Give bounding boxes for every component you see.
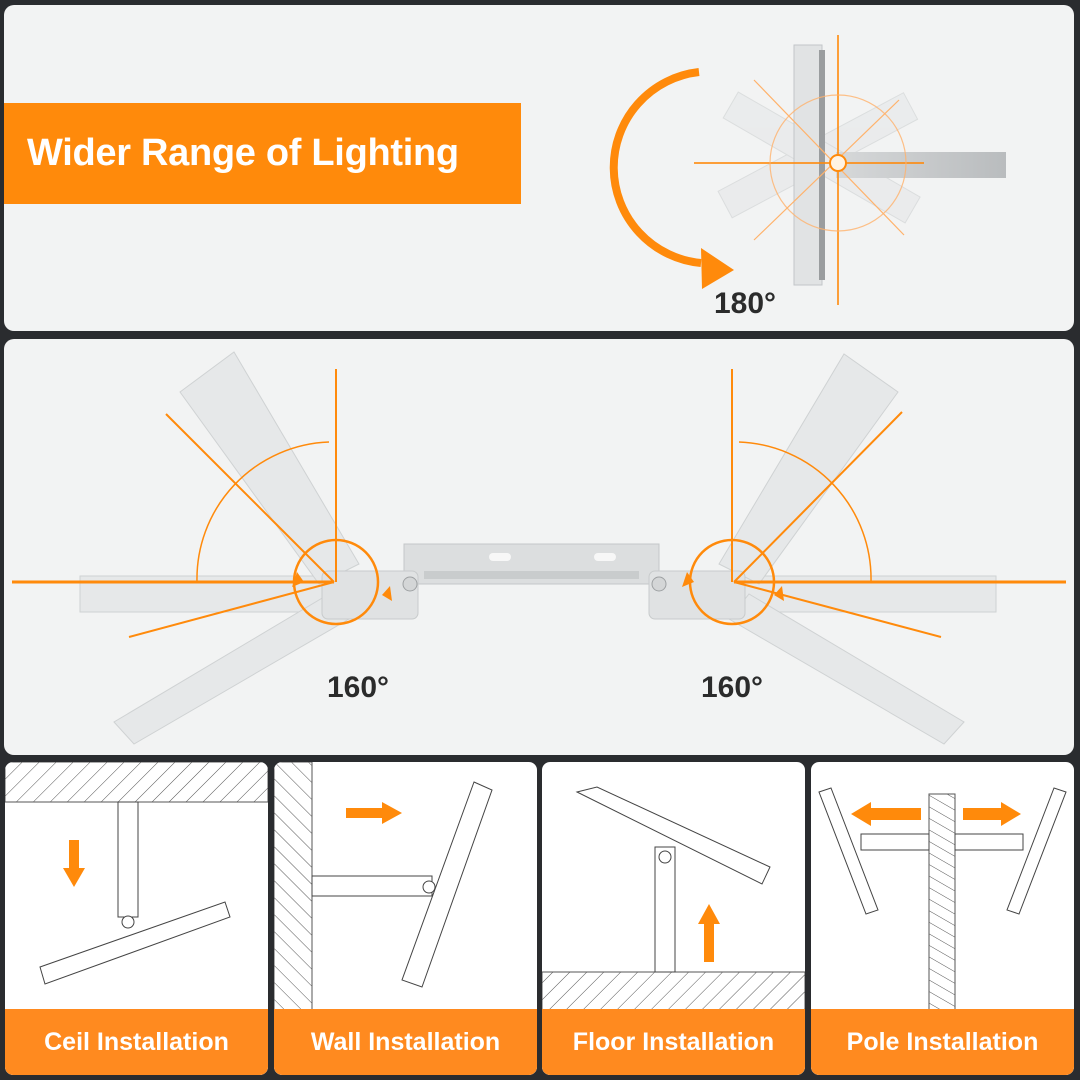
right-angle-label: 160° <box>701 671 764 704</box>
bracket-160-illustration <box>12 351 1066 745</box>
floor-installation-card: Floor Installation <box>542 762 805 1075</box>
ceil-installation-label-bar: Ceil Installation <box>5 1009 268 1075</box>
wall-installation-diagram <box>274 762 493 1012</box>
rotation-180-illustration <box>609 35 1006 305</box>
bracket-angle-panel: 160° 160° <box>4 339 1074 755</box>
top-panel: Wider Range of Lighting 180° <box>4 5 1074 331</box>
floor-installation-label-bar: Floor Installation <box>542 1009 805 1075</box>
floor-installation-diagram <box>542 786 805 1012</box>
pole-installation-card: Pole Installation <box>811 762 1074 1075</box>
wall-installation-label-bar: Wall Installation <box>274 1009 537 1075</box>
pole-installation-label-bar: Pole Installation <box>811 1009 1074 1075</box>
ceil-installation-diagram <box>5 762 268 985</box>
rotation-180-label: 180° <box>714 287 777 320</box>
floor-installation-label: Floor Installation <box>572 1027 775 1056</box>
pole-installation-diagram <box>818 787 1067 1012</box>
wall-installation-card: Wall Installation <box>274 762 537 1075</box>
pole-installation-label: Pole Installation <box>846 1027 1039 1056</box>
ceil-installation-card: Ceil Installation <box>5 762 268 1075</box>
page-title: Wider Range of Lighting <box>27 132 459 174</box>
ceil-installation-label: Ceil Installation <box>44 1027 229 1056</box>
title-banner: Wider Range of Lighting <box>4 103 521 204</box>
wall-installation-label: Wall Installation <box>310 1027 501 1056</box>
left-angle-label: 160° <box>327 671 390 704</box>
